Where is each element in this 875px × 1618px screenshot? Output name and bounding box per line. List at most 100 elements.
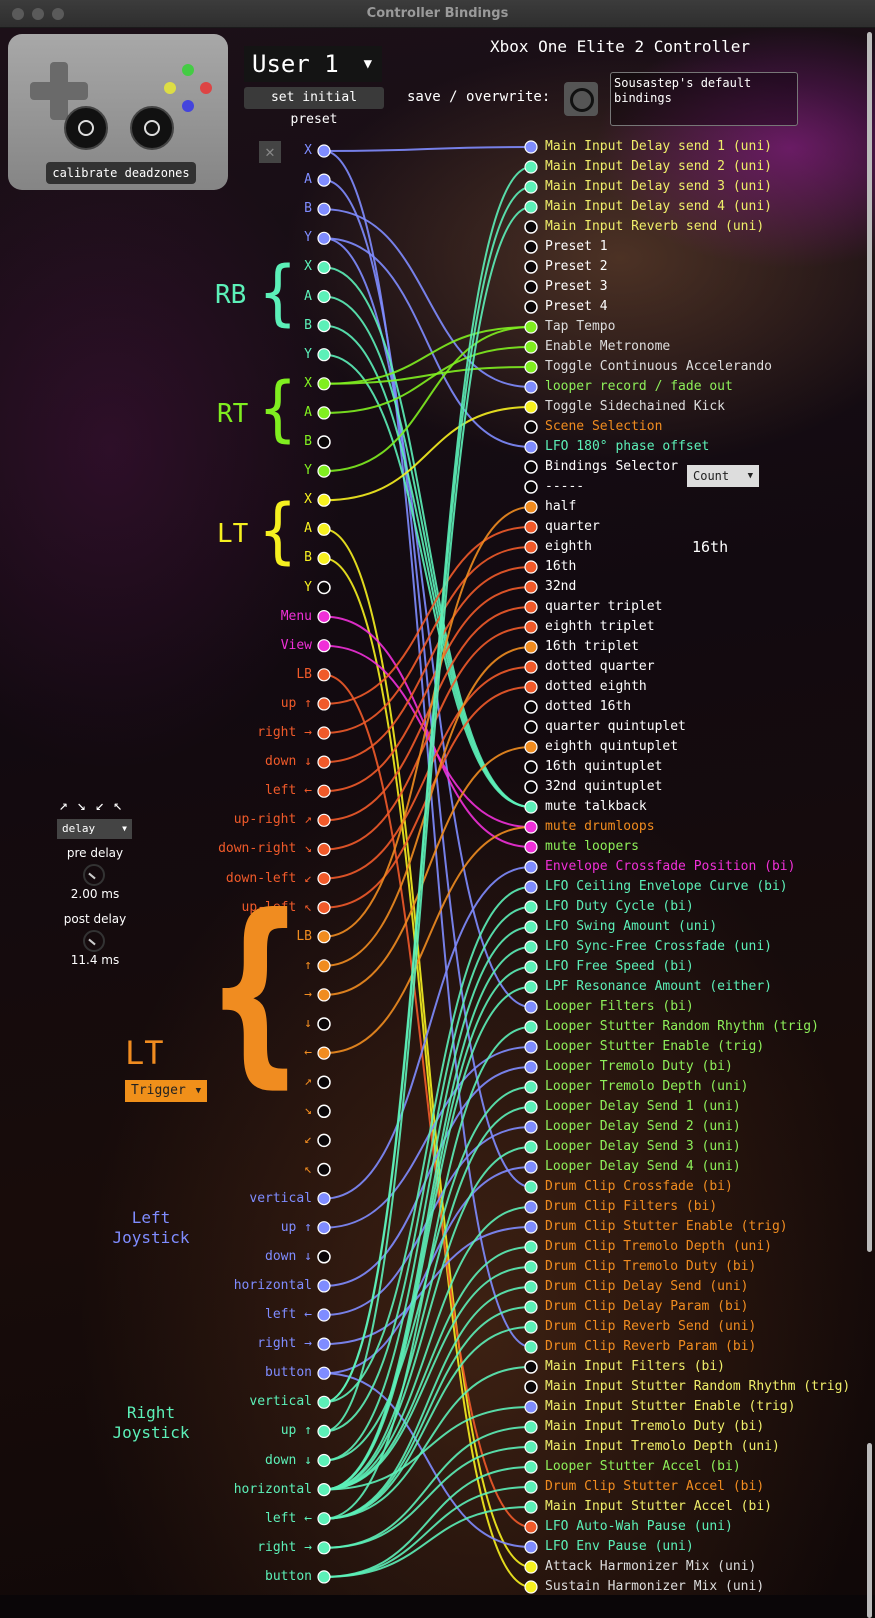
output-port[interactable] — [524, 1080, 538, 1094]
input-port[interactable] — [317, 377, 331, 391]
output-port[interactable] — [524, 580, 538, 594]
output-port[interactable] — [524, 1100, 538, 1114]
input-port[interactable] — [317, 406, 331, 420]
input-port[interactable] — [317, 609, 331, 624]
input-port[interactable] — [317, 348, 331, 362]
output-port[interactable] — [524, 700, 538, 714]
output-port[interactable] — [524, 1280, 538, 1294]
output-port[interactable] — [524, 1420, 538, 1434]
output-port[interactable] — [524, 1520, 538, 1534]
output-port[interactable] — [524, 720, 538, 734]
input-port[interactable] — [317, 493, 331, 507]
input-port[interactable] — [317, 842, 331, 857]
trigger-mode-dropdown[interactable]: Trigger▼ — [125, 1080, 207, 1102]
input-port[interactable] — [317, 1046, 331, 1060]
output-port[interactable] — [524, 340, 538, 354]
output-port[interactable] — [524, 880, 538, 894]
output-port[interactable] — [524, 180, 538, 194]
output-port[interactable] — [524, 1140, 538, 1154]
input-port[interactable] — [317, 1570, 331, 1584]
input-port[interactable] — [317, 668, 331, 682]
output-port[interactable] — [524, 1180, 538, 1194]
set-initial-preset-button[interactable]: set initial preset — [244, 87, 384, 127]
input-port[interactable] — [317, 551, 331, 566]
input-port[interactable] — [317, 173, 331, 187]
input-port[interactable] — [317, 1162, 331, 1177]
output-port[interactable] — [524, 260, 538, 274]
output-port[interactable] — [524, 160, 538, 174]
output-port[interactable] — [524, 800, 538, 814]
output-port[interactable] — [524, 980, 538, 994]
minimize-window-button[interactable] — [32, 8, 44, 20]
output-port[interactable] — [524, 200, 538, 214]
input-port[interactable] — [317, 231, 331, 245]
input-port[interactable] — [317, 1541, 331, 1555]
output-port[interactable] — [524, 660, 538, 674]
output-port[interactable] — [524, 1320, 538, 1334]
input-port[interactable] — [317, 988, 331, 1002]
count-dropdown[interactable]: Count▼ — [687, 465, 759, 487]
input-port[interactable] — [317, 1512, 331, 1526]
input-port[interactable] — [317, 144, 331, 158]
scrollbar[interactable] — [865, 28, 875, 1618]
input-port[interactable] — [317, 435, 331, 449]
output-port[interactable] — [524, 1480, 538, 1494]
output-port[interactable] — [524, 480, 538, 494]
output-port[interactable] — [524, 1440, 538, 1454]
output-port[interactable] — [524, 1040, 538, 1054]
close-window-button[interactable] — [12, 8, 24, 20]
input-port[interactable] — [317, 1337, 331, 1351]
output-port[interactable] — [524, 1200, 538, 1214]
output-port[interactable] — [524, 520, 538, 534]
input-port[interactable] — [317, 260, 331, 274]
input-port[interactable] — [317, 289, 331, 304]
output-port[interactable] — [524, 1580, 538, 1594]
output-port[interactable] — [524, 680, 538, 694]
input-port[interactable] — [317, 755, 331, 769]
output-port[interactable] — [524, 600, 538, 614]
output-port[interactable] — [524, 1500, 538, 1514]
output-port[interactable] — [524, 1060, 538, 1074]
input-port[interactable] — [317, 1017, 331, 1031]
output-port[interactable] — [524, 140, 538, 154]
input-port[interactable] — [317, 871, 331, 886]
output-port[interactable] — [524, 1540, 538, 1554]
output-port[interactable] — [524, 1120, 538, 1134]
output-port[interactable] — [524, 1340, 538, 1354]
input-port[interactable] — [317, 959, 331, 973]
output-port[interactable] — [524, 220, 538, 234]
input-port[interactable] — [317, 1366, 331, 1380]
output-port[interactable] — [524, 460, 538, 474]
input-port[interactable] — [317, 813, 331, 827]
input-port[interactable] — [317, 784, 331, 798]
input-port[interactable] — [317, 1482, 331, 1497]
output-port[interactable] — [524, 440, 538, 454]
input-port[interactable] — [317, 1104, 331, 1119]
output-port[interactable] — [524, 820, 538, 834]
output-port[interactable] — [524, 420, 538, 434]
output-port[interactable] — [524, 840, 538, 854]
user-preset-menu[interactable]: User 1▼ — [244, 46, 382, 82]
output-port[interactable] — [524, 760, 538, 774]
save-button[interactable] — [564, 82, 598, 116]
output-port[interactable] — [524, 500, 538, 514]
output-port[interactable] — [524, 1460, 538, 1474]
input-port[interactable] — [317, 697, 331, 711]
input-port[interactable] — [317, 726, 331, 740]
output-port[interactable] — [524, 860, 538, 874]
input-port[interactable] — [317, 522, 331, 536]
output-port[interactable] — [524, 640, 538, 654]
input-port[interactable] — [317, 930, 331, 944]
input-port[interactable] — [317, 1395, 331, 1409]
output-port[interactable] — [524, 740, 538, 754]
output-port[interactable] — [524, 1020, 538, 1034]
calibrate-deadzones-button[interactable]: calibrate deadzones — [46, 162, 196, 184]
input-port[interactable] — [317, 1250, 331, 1264]
input-port[interactable] — [317, 1308, 331, 1322]
output-port[interactable] — [524, 1400, 538, 1414]
close-icon[interactable]: ✕ — [259, 141, 281, 163]
output-port[interactable] — [524, 620, 538, 634]
input-port[interactable] — [317, 900, 331, 915]
input-port[interactable] — [317, 202, 331, 216]
output-port[interactable] — [524, 380, 538, 394]
